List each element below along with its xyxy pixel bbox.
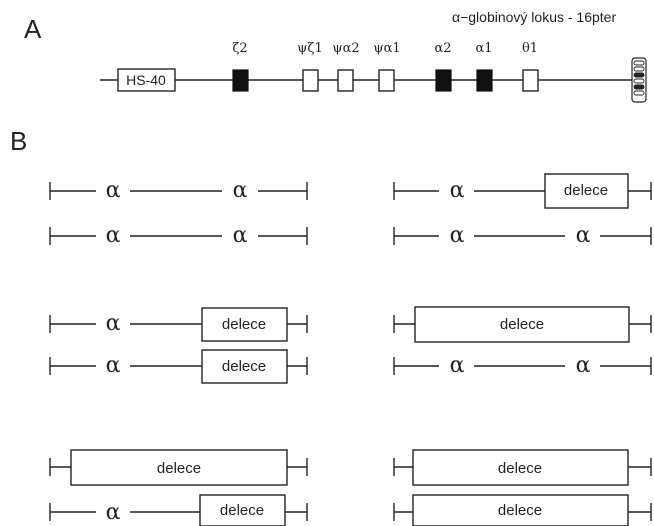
alpha-gene-symbol: α [450, 353, 465, 378]
chromosome-p3-bottom: α delece [49, 349, 308, 384]
deletion-label: delece [220, 502, 264, 519]
deletion-box [414, 306, 630, 343]
gene-box-alpha1 [476, 69, 493, 92]
chromosome-p5-bottom: α delece [49, 494, 308, 526]
hs40-label: HS-40 [126, 72, 166, 88]
gene-label-alpha1: α1 [475, 41, 492, 56]
chromosome-p6-bottom: delece [393, 494, 652, 526]
chromosome-p2-top: α delece [393, 173, 652, 209]
deletion-label: delece [222, 358, 266, 375]
alpha-gene-symbol: α [576, 223, 591, 248]
alpha-gene-symbol: α [233, 223, 248, 248]
chromosome-p4-top: delece [393, 306, 652, 343]
alpha-gene-symbol: α [576, 353, 591, 378]
gene-box-psi-alpha1 [378, 69, 395, 92]
gene-label-zeta2: ζ2 [232, 41, 247, 56]
chromosome-p1-bottom: α α [49, 223, 308, 248]
panel-b-letter: B [10, 126, 27, 156]
gene-label-psi-alpha1: ψα1 [373, 41, 400, 56]
deletion-box [201, 307, 288, 342]
chromosome-p1-top: α α [49, 178, 308, 203]
chromosome-p3-top: α delece [49, 307, 308, 342]
gene-box-zeta2 [232, 69, 249, 92]
deletion-label: delece [157, 460, 201, 477]
genotype-pair-2: α delece α α [393, 173, 652, 248]
genotype-pair-3: α delece α delece [49, 307, 308, 384]
deletion-label: delece [498, 502, 542, 519]
gene-box-theta1 [522, 69, 539, 92]
deletion-box [70, 449, 288, 486]
deletion-box [412, 494, 629, 526]
genotype-pair-6: delece delece [393, 449, 652, 526]
chromosome-p2-bottom: α α [393, 223, 652, 248]
genotype-pair-5: delece α delece [49, 449, 308, 526]
deletion-label: delece [500, 316, 544, 333]
chromosome-p5-top: delece [49, 449, 308, 486]
chromosome-p6-top: delece [393, 449, 652, 486]
gene-label-theta1: θ1 [522, 41, 538, 56]
genotype-pair-1: α α α α [49, 178, 308, 248]
alpha-gene-symbol: α [106, 223, 121, 248]
alpha-gene-symbol: α [233, 178, 248, 203]
deletion-box [201, 349, 288, 384]
gene-box-psi-alpha2 [337, 69, 354, 92]
chromosome-p4-bottom: α α [393, 353, 652, 378]
gene-label-alpha2: α2 [434, 41, 451, 56]
locus-title: α−globinový lokus - 16pter [452, 9, 616, 25]
telomere-icon [631, 57, 647, 103]
gene-label-psi-alpha2: ψα2 [332, 41, 359, 56]
locus-map: HS-40 ζ2 ψζ1 ψα2 ψα1 α2 α1 θ1 [100, 41, 647, 103]
gene-box-psi-zeta1 [302, 69, 319, 92]
deletion-label: delece [498, 460, 542, 477]
alpha-gene-symbol: α [106, 178, 121, 203]
alpha-gene-symbol: α [106, 353, 121, 378]
gene-label-psi-zeta1: ψζ1 [297, 41, 323, 56]
alpha-gene-symbol: α [450, 223, 465, 248]
alpha-gene-symbol: α [450, 178, 465, 203]
alpha-gene-symbol: α [106, 311, 121, 336]
deletion-box [412, 449, 629, 486]
alpha-gene-symbol: α [106, 500, 121, 525]
hs40-box [117, 68, 176, 92]
deletion-box [544, 173, 629, 209]
deletion-label: delece [564, 182, 608, 199]
deletion-box [199, 494, 286, 526]
panel-a-letter: A [24, 14, 42, 44]
deletion-label: delece [222, 316, 266, 333]
genotype-pair-4: delece α α [393, 306, 652, 378]
gene-box-alpha2 [435, 69, 452, 92]
